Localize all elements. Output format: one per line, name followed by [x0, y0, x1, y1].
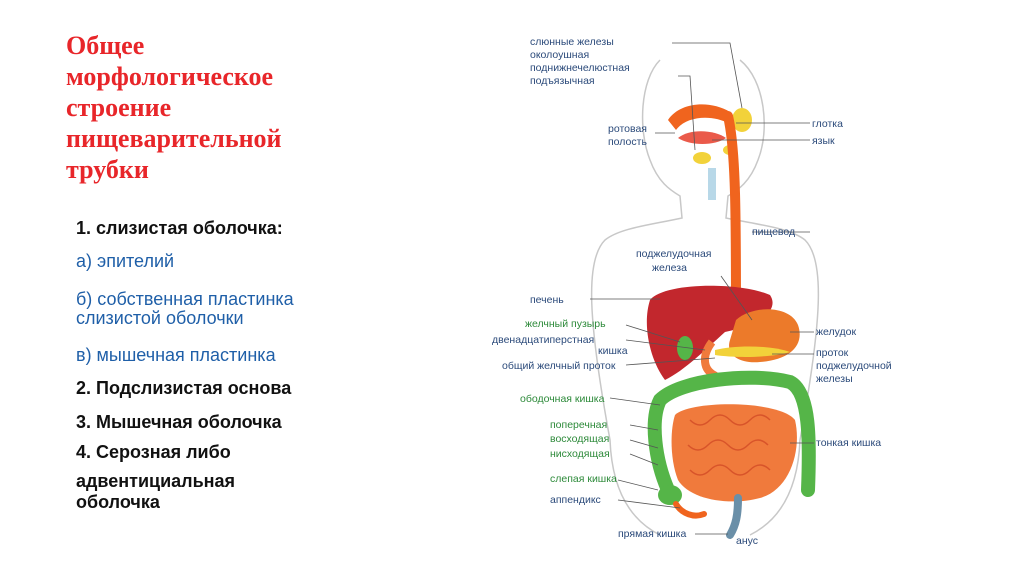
label-ascending: восходящая	[550, 433, 609, 445]
item-mucosa: 1. слизистая оболочка:	[76, 218, 283, 238]
label-duodenum-2: кишка	[598, 345, 628, 357]
label-transverse: поперечная	[550, 419, 607, 431]
label-bile-duct: общий желчный проток	[502, 360, 616, 372]
item-serosa-cont: адвентициальная	[76, 471, 236, 491]
item-serosa: 4. Серозная либо	[76, 442, 231, 462]
label-stomach: желудок	[816, 326, 857, 338]
label-tongue: язык	[812, 135, 835, 147]
item-lamina-propria: б) собственная пластинка	[76, 289, 294, 309]
label-cecum: слепая кишка	[550, 473, 617, 485]
label-pancreatic-duct-1: проток	[816, 347, 849, 359]
small-intestine	[671, 404, 797, 502]
item-epithelium: а) эпителий	[76, 251, 175, 271]
slide-title: Общее морфологическое строение пищеварит…	[66, 30, 396, 185]
body-outline	[590, 59, 820, 536]
label-duodenum-1: двенадцатиперстная	[492, 334, 594, 346]
label-sublingual: подъязычная	[530, 75, 595, 87]
label-anus: анус	[736, 535, 758, 547]
label-mouth-2: полость	[608, 136, 647, 148]
label-descending: нисходящая	[550, 448, 610, 460]
title-line: трубки	[66, 155, 149, 184]
title-line: морфологическое	[66, 62, 274, 91]
gallbladder	[677, 336, 693, 360]
cecum	[658, 485, 682, 505]
liver	[646, 285, 773, 380]
appendix	[673, 501, 707, 519]
label-colon: ободочная кишка	[520, 393, 605, 405]
item-serosa-end: оболочка	[76, 492, 160, 512]
parotid-gland	[732, 108, 752, 132]
label-submandibular: поднижнечелюстная	[530, 62, 630, 74]
item-muscularis: 3. Мышечная оболочка	[76, 412, 282, 432]
item-lamina-propria-cont: слизистой оболочки	[76, 308, 244, 328]
label-esophagus: пищевод	[752, 226, 795, 238]
leader-lines	[590, 42, 814, 535]
item-submucosa: 2. Подслизистая основа	[76, 378, 292, 398]
small-intestine-folds	[687, 414, 771, 476]
label-parotid: околоушная	[530, 49, 589, 61]
item-muscularis-mucosae: в) мышечная пластинка	[76, 345, 276, 365]
digestive-system-diagram: слюнные железы околоушная поднижнечелюст…	[490, 20, 920, 550]
colon	[647, 370, 816, 497]
label-appendix: аппендикс	[550, 494, 601, 506]
tongue	[678, 131, 726, 144]
pancreas	[715, 346, 790, 357]
sublingual-gland	[693, 152, 711, 164]
title-line: пищеварительной	[66, 124, 282, 153]
label-pancreas-1: поджелудочная	[636, 248, 712, 260]
label-rectum: прямая кишка	[618, 528, 686, 540]
rectum	[726, 494, 742, 539]
label-small-intestine: тонкая кишка	[816, 437, 881, 449]
label-liver: печень	[530, 294, 564, 306]
label-pharynx: глотка	[812, 118, 843, 130]
label-pancreas-2: железа	[652, 262, 687, 274]
label-pancreatic-duct-3: железы	[816, 373, 853, 385]
mouth-roof	[668, 104, 730, 130]
label-mouth-1: ротовая	[608, 123, 647, 135]
esophagus	[723, 111, 741, 325]
title-line: строение	[66, 93, 172, 122]
title-line: Общее	[66, 31, 145, 60]
label-salivary-glands: слюнные железы	[530, 36, 614, 48]
label-pancreatic-duct-2: поджелудочной	[816, 360, 892, 372]
label-gallbladder: желчный пузырь	[525, 318, 606, 330]
